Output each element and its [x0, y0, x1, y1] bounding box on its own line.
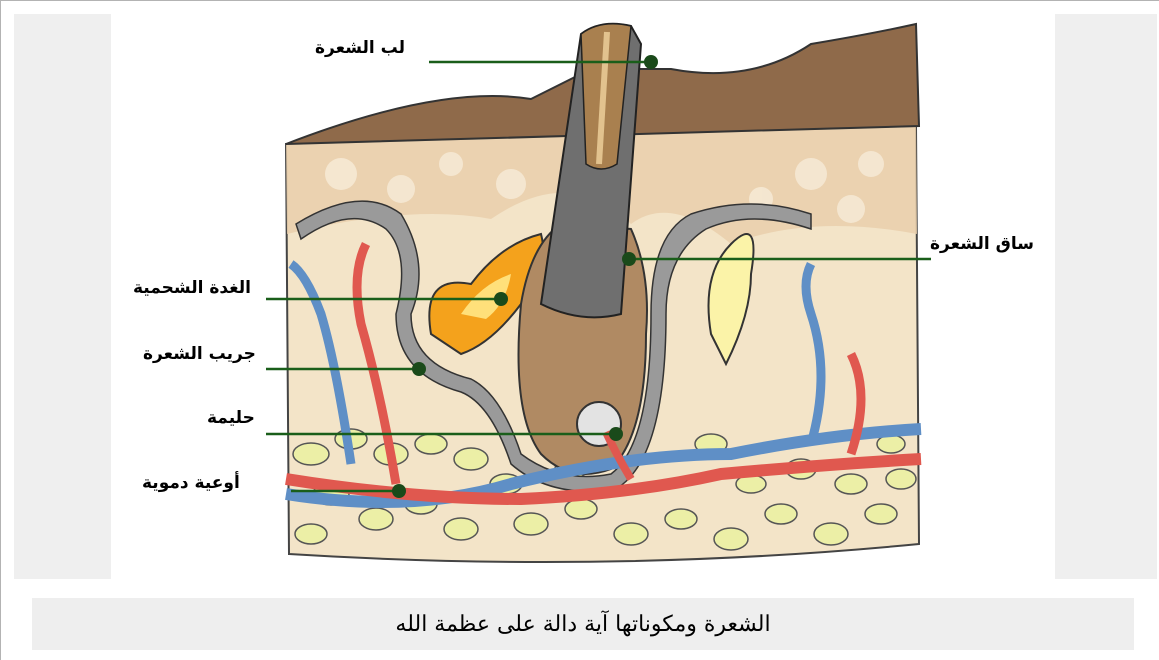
caption-bar: الشعرة ومكوناتها آية دالة على عظمة الله — [32, 598, 1134, 650]
hair-anatomy-diagram — [111, 14, 1055, 579]
label-blood-vessels: أوعية دموية — [142, 473, 240, 493]
label-hair-medulla: لب الشعرة — [315, 38, 405, 58]
label-hair-shaft: ساق الشعرة — [930, 234, 1034, 254]
label-papilla: حليمة — [207, 408, 255, 428]
label-sebaceous-gland: الغدة الشحمية — [133, 278, 251, 298]
hair-anatomy-illustration — [111, 14, 1055, 579]
label-hair-follicle: جريب الشعرة — [143, 344, 256, 364]
caption-text: الشعرة ومكوناتها آية دالة على عظمة الله — [395, 612, 770, 637]
